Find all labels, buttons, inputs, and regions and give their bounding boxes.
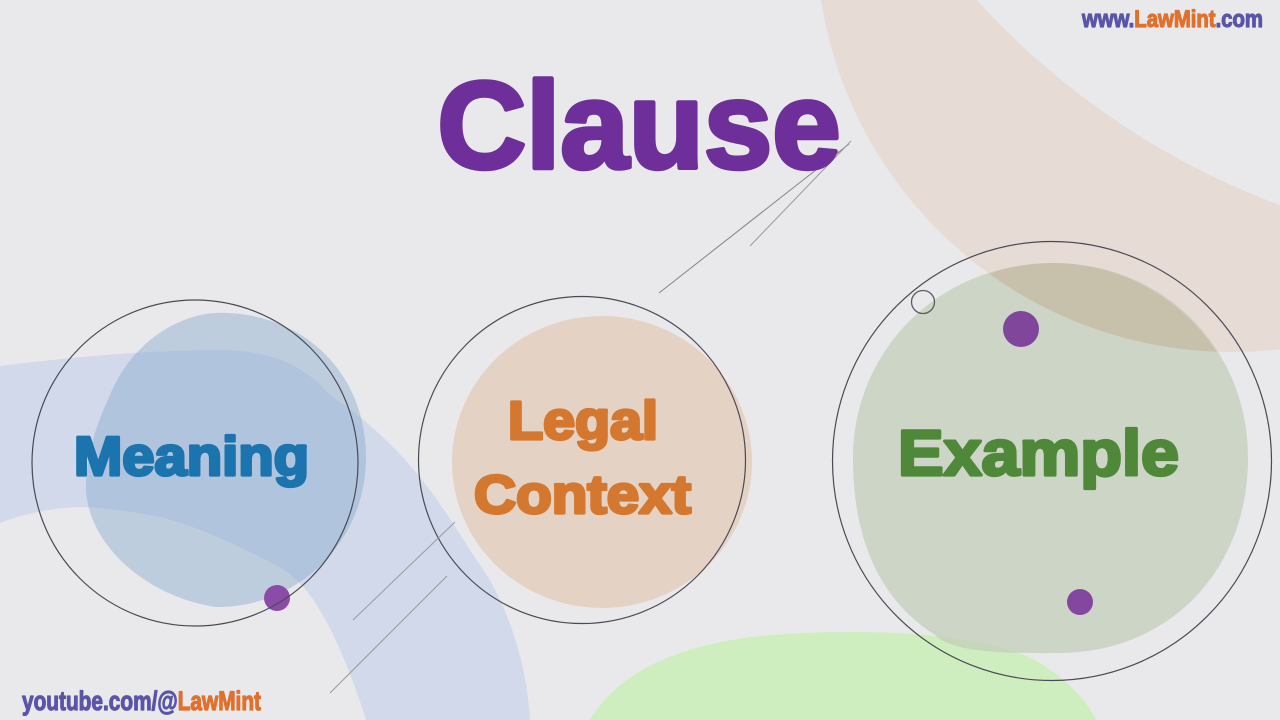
svg-text:www.LawMint.com: www.LawMint.com (1081, 6, 1263, 33)
svg-text:Meaning: Meaning (74, 425, 309, 487)
svg-text:Legal: Legal (508, 391, 658, 451)
svg-text:Clause: Clause (437, 58, 840, 195)
svg-text:Context: Context (474, 465, 691, 525)
svg-text:youtube.com/@LawMint: youtube.com/@LawMint (22, 686, 261, 716)
svg-text:Example: Example (898, 417, 1179, 489)
